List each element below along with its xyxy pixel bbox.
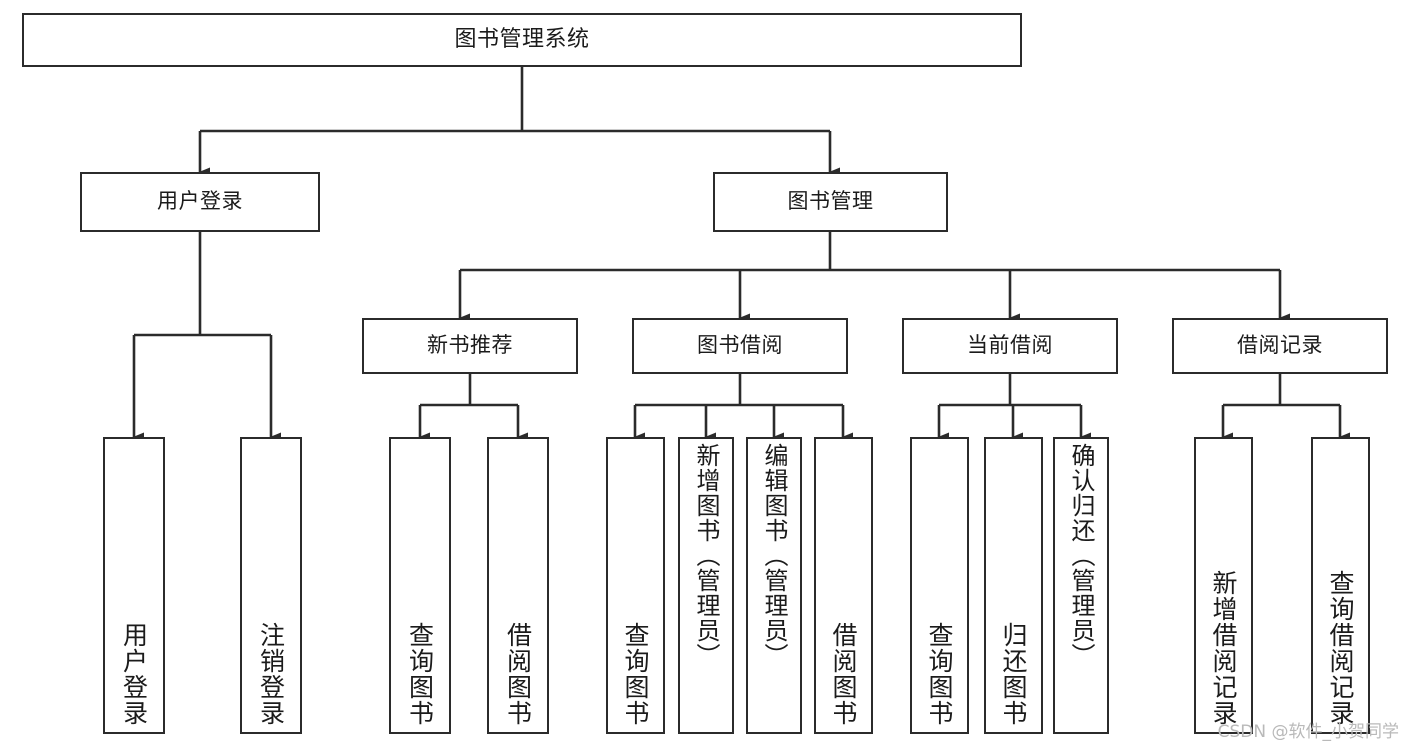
node-label: 新增图书（管理员） bbox=[692, 443, 720, 668]
node-label: 图书管理 bbox=[787, 189, 874, 214]
node-leaf-logout[interactable]: 注销登录 bbox=[240, 437, 302, 734]
node-leaf-query-book-3[interactable]: 查询图书 bbox=[910, 437, 969, 734]
node-leaf-borrow-book-2[interactable]: 借阅图书 bbox=[814, 437, 873, 734]
node-label: 当前借阅 bbox=[967, 333, 1053, 358]
node-user-login[interactable]: 用户登录 bbox=[80, 172, 320, 232]
node-label: 借阅图书 bbox=[829, 622, 858, 726]
node-label: 编辑图书（管理员） bbox=[760, 443, 788, 668]
node-leaf-add-record[interactable]: 新增借阅记录 bbox=[1194, 437, 1253, 734]
node-leaf-edit-book[interactable]: 编辑图书（管理员） bbox=[746, 437, 802, 734]
node-leaf-borrow-book-1[interactable]: 借阅图书 bbox=[487, 437, 549, 734]
node-label: 确认归还（管理员） bbox=[1067, 443, 1095, 668]
node-leaf-query-book-2[interactable]: 查询图书 bbox=[606, 437, 665, 734]
node-label: 归还图书 bbox=[999, 622, 1028, 726]
node-label: 查询图书 bbox=[925, 622, 954, 726]
node-leaf-return-book[interactable]: 归还图书 bbox=[984, 437, 1043, 734]
watermark-text: CSDN @软件_小贺同学 bbox=[1217, 722, 1399, 742]
node-new-book-recommend[interactable]: 新书推荐 bbox=[362, 318, 578, 374]
node-label: 用户登录 bbox=[119, 622, 149, 726]
node-label: 借阅图书 bbox=[503, 622, 533, 726]
node-label: 借阅记录 bbox=[1237, 333, 1323, 358]
node-borrow-record[interactable]: 借阅记录 bbox=[1172, 318, 1388, 374]
node-book-manage[interactable]: 图书管理 bbox=[713, 172, 948, 232]
node-label: 查询借阅记录 bbox=[1326, 570, 1355, 726]
node-leaf-add-book[interactable]: 新增图书（管理员） bbox=[678, 437, 734, 734]
node-label: 图书管理系统 bbox=[454, 26, 590, 52]
node-label: 注销登录 bbox=[256, 622, 286, 726]
node-label: 查询图书 bbox=[621, 622, 650, 726]
node-leaf-query-record[interactable]: 查询借阅记录 bbox=[1311, 437, 1370, 734]
node-current-borrow[interactable]: 当前借阅 bbox=[902, 318, 1118, 374]
node-book-borrow[interactable]: 图书借阅 bbox=[632, 318, 848, 374]
node-label: 用户登录 bbox=[157, 189, 243, 214]
node-root[interactable]: 图书管理系统 bbox=[22, 13, 1022, 67]
node-label: 图书借阅 bbox=[697, 333, 783, 358]
node-leaf-confirm-return[interactable]: 确认归还（管理员） bbox=[1053, 437, 1109, 734]
node-label: 查询图书 bbox=[405, 622, 435, 726]
node-label: 新书推荐 bbox=[427, 333, 513, 358]
node-label: 新增借阅记录 bbox=[1209, 570, 1238, 726]
node-leaf-query-book-1[interactable]: 查询图书 bbox=[389, 437, 451, 734]
node-leaf-user-login[interactable]: 用户登录 bbox=[103, 437, 165, 734]
